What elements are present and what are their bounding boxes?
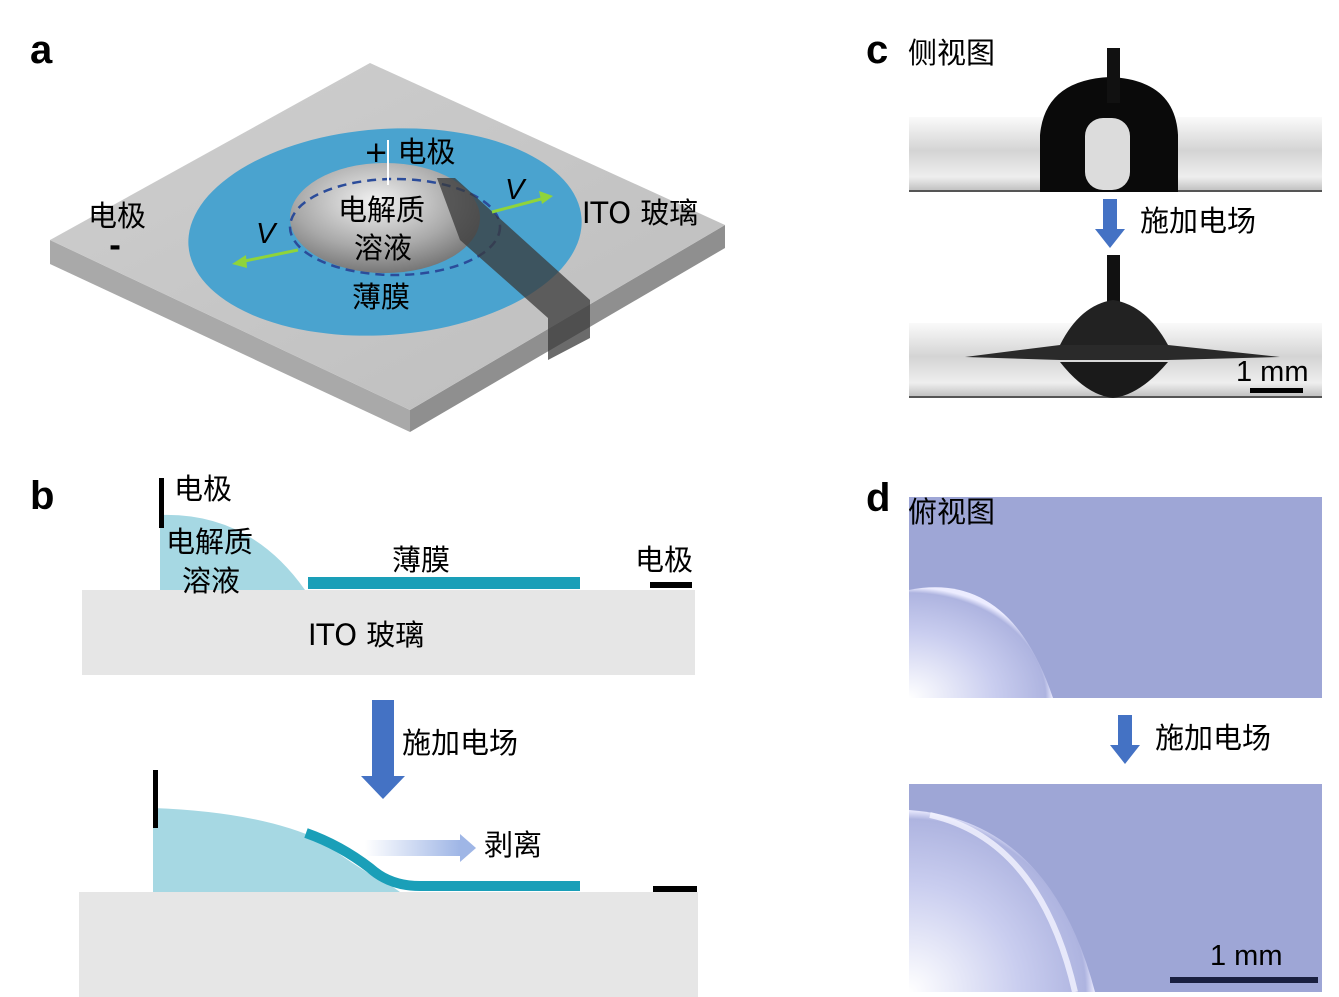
- top-view-image-before: [909, 497, 1322, 698]
- electrolyte-label-line2-b: 溶液: [182, 564, 241, 598]
- electrode-left-bar-after: [153, 770, 158, 828]
- plus-electrode-label: + 电极: [364, 135, 456, 169]
- apply-field-arrow-icon-c: [1095, 199, 1125, 248]
- thin-film-section: [308, 577, 580, 589]
- ito-glass-section: [82, 590, 695, 675]
- apply-field-arrow-icon-d: [1110, 715, 1140, 764]
- velocity-label-right: V: [505, 174, 525, 206]
- side-view-image-before: [909, 48, 1322, 192]
- electrode-left-label: 电极: [174, 472, 233, 506]
- velocity-arrow-right: [491, 191, 553, 214]
- scale-bar-d: [1170, 977, 1318, 983]
- panel-label-c: c: [866, 28, 889, 72]
- electrolyte-label-line1: 电解质: [338, 193, 426, 227]
- ito-glass-label-b: ITO 玻璃: [308, 618, 425, 652]
- minus-electrode-label: 电极: [88, 199, 147, 233]
- electrode-right-label: 电极: [635, 543, 694, 577]
- apply-field-label-c: 施加电场: [1140, 204, 1257, 238]
- peel-arrow-icon: [365, 834, 476, 862]
- scale-bar-c: [1250, 388, 1303, 393]
- scale-bar-label-d: 1 mm: [1210, 940, 1283, 972]
- electrolyte-label-line1-b: 电解质: [166, 525, 254, 559]
- ito-glass-label: ITO 玻璃: [582, 196, 699, 230]
- panel-label-d: d: [866, 476, 891, 520]
- velocity-label-left: V: [256, 218, 276, 250]
- electrode-right-bar-after: [653, 886, 697, 892]
- minus-sign: -: [109, 229, 122, 263]
- apply-field-label-b: 施加电场: [402, 726, 519, 760]
- apply-field-label-d: 施加电场: [1155, 721, 1272, 755]
- film-label: 薄膜: [352, 280, 411, 314]
- peeled-film: [304, 828, 580, 891]
- peel-label: 剥离: [484, 828, 543, 862]
- electrode-left-bar: [159, 478, 164, 528]
- apply-field-arrow-icon: [361, 700, 405, 799]
- side-view-title: 侧视图: [908, 36, 996, 70]
- top-view-title: 俯视图: [908, 495, 996, 529]
- side-view-image-after: [909, 255, 1322, 398]
- counter-electrode-strip: [437, 178, 590, 360]
- panel-label-a: a: [30, 28, 53, 72]
- electrolyte-label-line2: 溶液: [354, 231, 413, 265]
- electrolyte-drop-spread: [153, 808, 400, 892]
- electrolyte-dome: [290, 163, 480, 273]
- ito-glass-section-after: [79, 892, 698, 997]
- scale-bar-label-c: 1 mm: [1236, 356, 1309, 388]
- film-label-b: 薄膜: [392, 543, 451, 577]
- electrolyte-drop-section: [160, 514, 305, 590]
- electrode-right-bar: [650, 582, 692, 588]
- velocity-arrow-left: [232, 248, 299, 268]
- panel-label-b: b: [30, 474, 55, 518]
- top-view-image-after: [909, 784, 1322, 993]
